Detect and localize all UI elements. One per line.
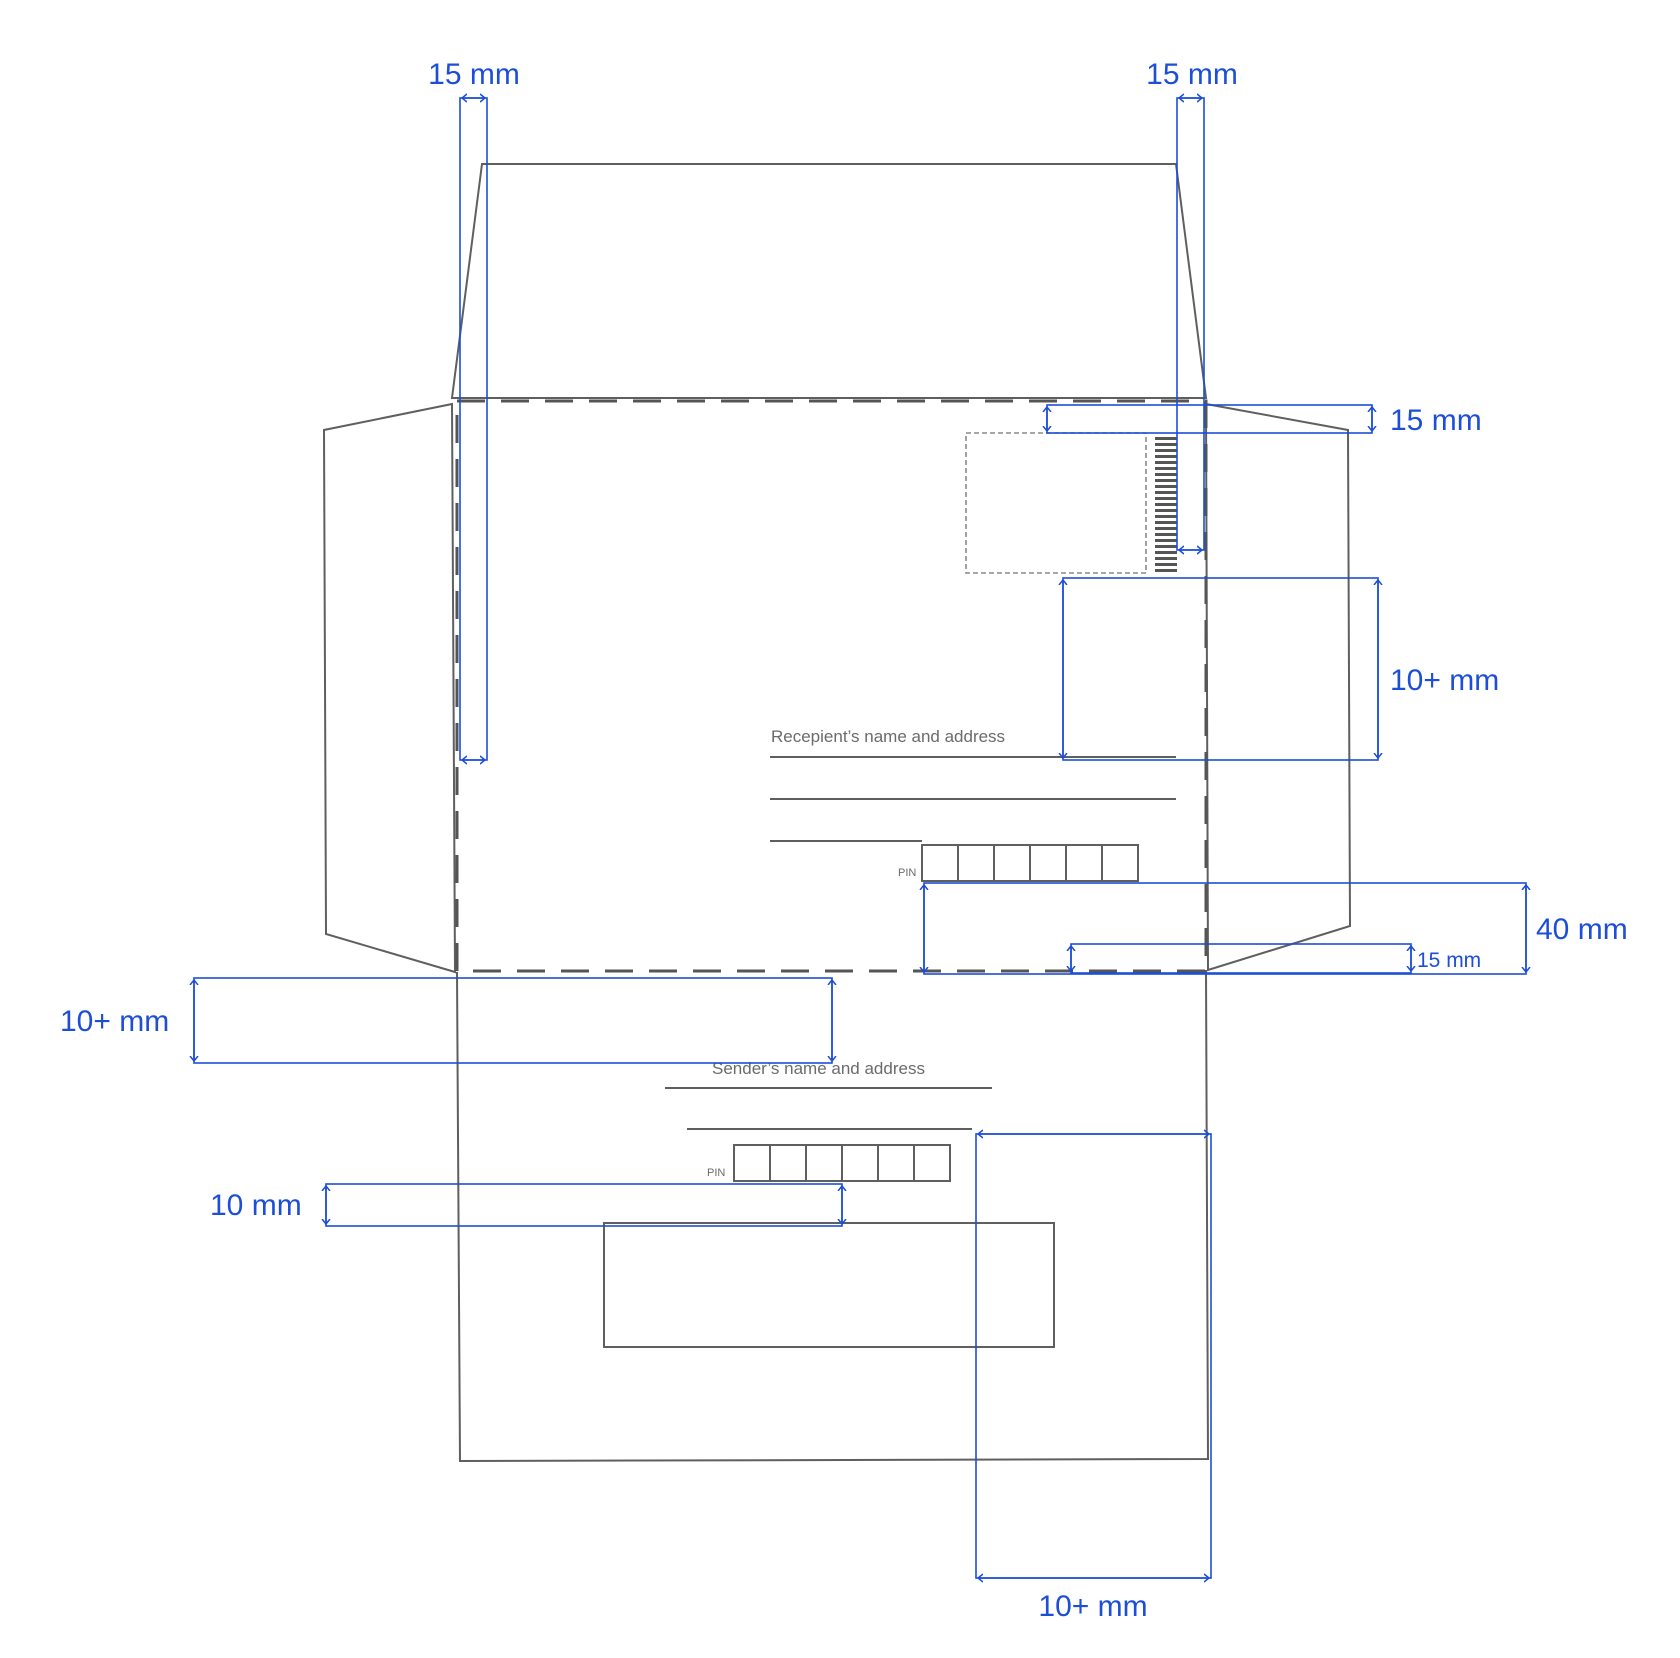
pin-boxes xyxy=(921,844,1139,882)
bottom-margin-guide xyxy=(1070,943,1412,974)
dim-sender-top: 10+ mm xyxy=(60,1005,169,1038)
barcode-bar xyxy=(1155,545,1177,548)
bottom-panel xyxy=(456,969,1210,1463)
barcode-bar xyxy=(1155,473,1177,476)
right-flap xyxy=(1204,402,1352,972)
barcode-bar xyxy=(1155,479,1177,482)
dim-sender-gap: 10 mm xyxy=(210,1189,302,1222)
barcode-bar xyxy=(1155,551,1177,554)
sender-right-guide xyxy=(975,1133,1212,1579)
dimension-annotations: 15 mm 15 mm 15 mm 10+ mm 40 mm 15 mm 10+… xyxy=(60,58,1628,1623)
pin-box xyxy=(1029,844,1067,882)
dim-sender-right: 10+ mm xyxy=(1038,1590,1147,1623)
barcode-bar xyxy=(1155,563,1177,566)
barcode-bar xyxy=(1155,557,1177,560)
pin-box xyxy=(1101,844,1139,882)
barcode-bar xyxy=(1155,491,1177,494)
pin-box xyxy=(921,844,959,882)
barcode-bar xyxy=(1155,461,1177,464)
barcode-bar xyxy=(1155,455,1177,458)
stamp-outline xyxy=(965,432,1147,574)
pin-box xyxy=(913,1144,951,1182)
dim-bottom-margin: 15 mm xyxy=(1417,949,1481,972)
sender-window-box xyxy=(603,1222,1055,1348)
barcode-bar xyxy=(1155,467,1177,470)
pin-boxes xyxy=(733,1144,951,1182)
dim-stamp-below: 10+ mm xyxy=(1390,664,1499,697)
stamp-barcode xyxy=(1155,437,1177,572)
pin-label: PIN xyxy=(898,867,916,879)
sender-label: Sender’s name and address xyxy=(712,1059,925,1078)
pin-box xyxy=(733,1144,771,1182)
barcode-bar xyxy=(1155,515,1177,518)
barcode-bar xyxy=(1155,503,1177,506)
barcode-bar xyxy=(1155,443,1177,446)
recipient-block: Recepient’s name and address PIN xyxy=(770,727,1176,882)
barcode-bar xyxy=(1155,533,1177,536)
sender-gap-guide xyxy=(325,1183,843,1227)
pin-box xyxy=(877,1144,915,1182)
pin-box xyxy=(1065,844,1103,882)
barcode-bar xyxy=(1155,497,1177,500)
flap-left-guide xyxy=(459,97,488,761)
pin-box xyxy=(769,1144,807,1182)
barcode-bar xyxy=(1155,485,1177,488)
dim-stamp-top: 15 mm xyxy=(1390,404,1482,437)
stamp-below-guide xyxy=(1062,577,1379,761)
left-flap xyxy=(322,402,457,974)
barcode-bar xyxy=(1155,449,1177,452)
sender-top-guide xyxy=(193,977,833,1064)
envelope-outline xyxy=(322,163,1352,1463)
sender-block: Sender’s name and address PIN xyxy=(603,1059,1055,1348)
top-flap xyxy=(450,163,1208,399)
dim-flap-left: 15 mm xyxy=(428,58,520,91)
pin-label: PIN xyxy=(707,1167,725,1179)
barcode-bar xyxy=(1155,569,1177,572)
pin-box xyxy=(841,1144,879,1182)
dim-pin-bottom: 40 mm xyxy=(1536,913,1628,946)
barcode-bar xyxy=(1155,539,1177,542)
recipient-label: Recepient’s name and address xyxy=(771,727,1005,746)
pin-box xyxy=(805,1144,843,1182)
barcode-bar xyxy=(1155,437,1177,440)
barcode-bar xyxy=(1155,509,1177,512)
stamp xyxy=(965,432,1177,574)
flap-right-guide xyxy=(1176,97,1205,551)
fold-line xyxy=(455,399,1208,973)
dim-flap-right: 15 mm xyxy=(1146,58,1238,91)
barcode-bar xyxy=(1155,527,1177,530)
pin-box xyxy=(993,844,1031,882)
pin-box xyxy=(957,844,995,882)
stamp-top-guide xyxy=(1046,404,1373,434)
barcode-bar xyxy=(1155,521,1177,524)
